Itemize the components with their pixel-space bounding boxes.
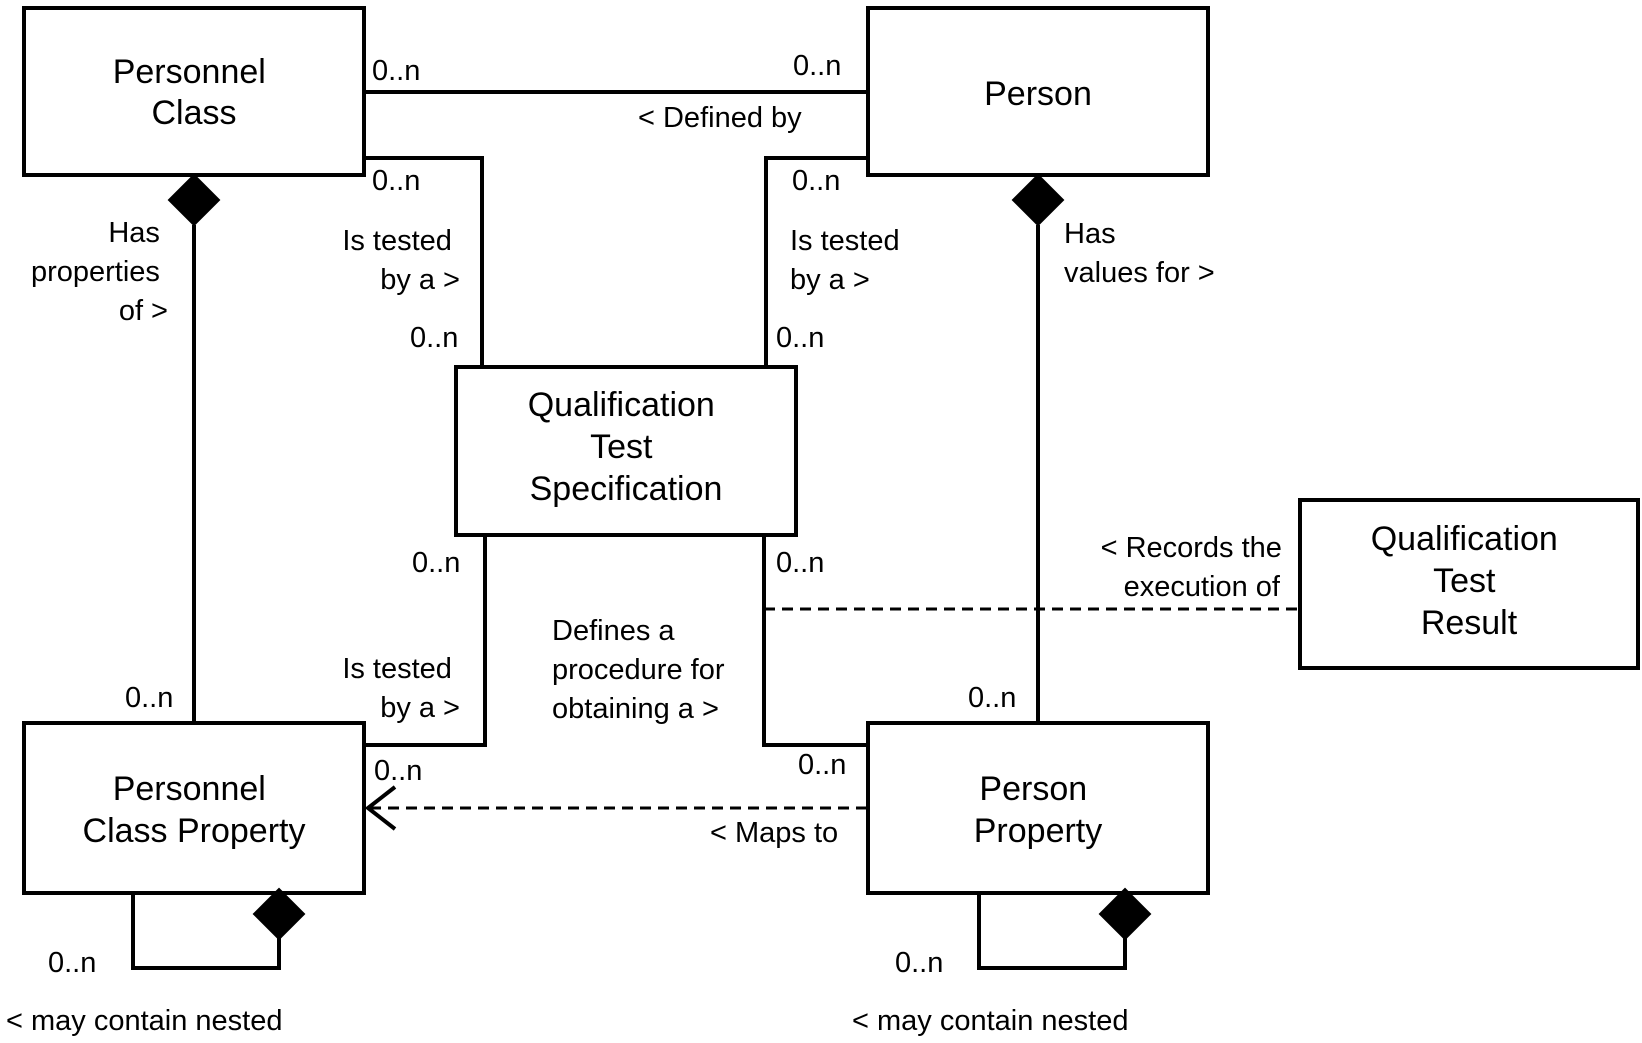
multiplicity-label: 0..n bbox=[895, 947, 943, 979]
multiplicity-label: 0..n bbox=[125, 682, 173, 714]
person-box[interactable] bbox=[866, 6, 1210, 177]
multiplicity-label: 0..n bbox=[776, 322, 824, 354]
multiplicity-label: 0..n bbox=[412, 547, 460, 579]
personnel-class-box[interactable] bbox=[22, 6, 366, 177]
person-name: Person bbox=[984, 75, 1092, 113]
multiplicity-label: 0..n bbox=[372, 55, 420, 87]
qualification-test-specification-name: Qualification Test Specification bbox=[528, 386, 725, 508]
multiplicity-label: 0..n bbox=[48, 947, 96, 979]
person-is-tested-by-line bbox=[764, 156, 868, 367]
personnel-class-name: Personnel Class bbox=[113, 53, 276, 132]
person-has-values-for-label: Has values for > bbox=[1064, 218, 1215, 289]
person-property-box[interactable] bbox=[866, 721, 1210, 895]
pcp-is-tested-by-label: Is tested by a > bbox=[342, 653, 460, 724]
defined-by-label: < Defined by bbox=[638, 102, 802, 134]
personnel-class-property-name: Personnel Class Property bbox=[83, 770, 306, 850]
pc-is-tested-by-label: Is tested by a > bbox=[342, 225, 460, 296]
multiplicity-label: 0..n bbox=[792, 165, 840, 197]
pcp-nested-loop bbox=[131, 893, 281, 970]
multiplicity-label: 0..n bbox=[374, 755, 422, 787]
multiplicity-label: 0..n bbox=[968, 682, 1016, 714]
person-is-tested-by-label: Is tested by a > bbox=[790, 225, 908, 296]
qualification-test-result-box[interactable] bbox=[1298, 498, 1640, 670]
personnel-class-property-box[interactable] bbox=[22, 721, 366, 895]
maps-to-label: < Maps to bbox=[710, 817, 838, 849]
pc-has-properties-of-label: Has properties of > bbox=[31, 217, 168, 327]
defines-procedure-label: Defines a procedure for obtaining a > bbox=[552, 615, 733, 725]
pcp-nested-composition-diamond bbox=[252, 887, 306, 941]
pp-nested-label: < may contain nested bbox=[852, 1005, 1128, 1037]
person-composition-diamond bbox=[1011, 173, 1065, 227]
multiplicity-label: 0..n bbox=[793, 50, 841, 82]
multiplicity-label: 0..n bbox=[410, 322, 458, 354]
maps-to-arrowhead bbox=[364, 785, 397, 831]
pc-is-tested-by-line bbox=[364, 156, 484, 367]
pcp-nested-label: < may contain nested bbox=[6, 1005, 282, 1037]
multiplicity-label: 0..n bbox=[776, 547, 824, 579]
defines-procedure-line bbox=[762, 535, 868, 747]
multiplicity-label: 0..n bbox=[798, 749, 846, 781]
records-execution-label: < Records the execution of bbox=[1101, 532, 1290, 603]
qualification-test-result-name: Qualification Test Result bbox=[1371, 520, 1568, 642]
qualification-test-specification-box[interactable] bbox=[454, 365, 798, 537]
person-property-name: Person Property bbox=[974, 770, 1103, 850]
pp-nested-composition-diamond bbox=[1098, 887, 1152, 941]
pc-composition-diamond bbox=[167, 173, 221, 227]
multiplicity-label: 0..n bbox=[372, 165, 420, 197]
pcp-is-tested-by-line bbox=[364, 535, 487, 747]
pp-nested-loop bbox=[977, 893, 1127, 970]
